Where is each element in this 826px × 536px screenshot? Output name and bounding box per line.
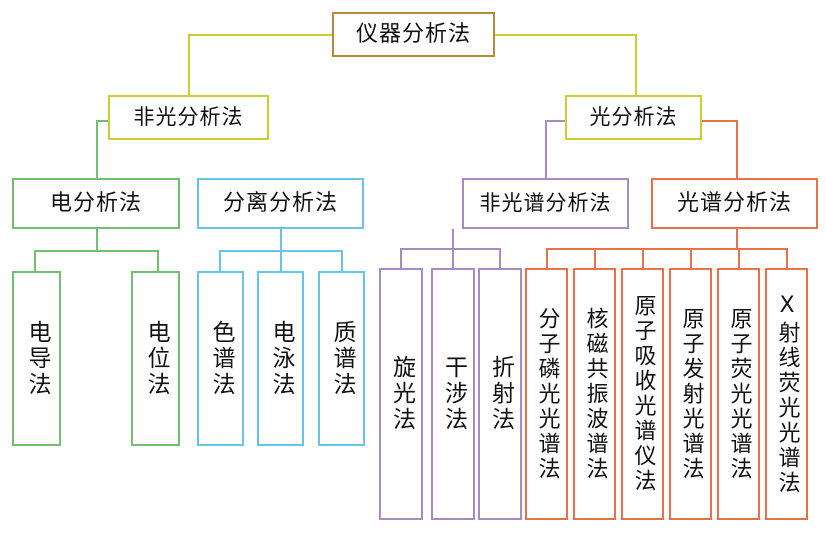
- node-label: 分离分析法: [222, 190, 338, 216]
- leaf-refractometry[interactable]: 折射法: [478, 268, 522, 520]
- connector-separation-leaf-3: [341, 250, 343, 272]
- node-label: 电分析法: [49, 190, 142, 216]
- leaf-label: 电泳法: [268, 319, 294, 398]
- leaf-label: 色谱法: [208, 319, 234, 398]
- connector-spectral-leaf-4: [690, 248, 692, 268]
- connector-nonspectral-leaf-2: [452, 248, 454, 268]
- connector-electro-bar: [34, 250, 158, 252]
- connector-spectral-drop: [736, 120, 738, 178]
- connector-optic-to-nonspectral: [545, 120, 570, 122]
- node-non-optical-analysis[interactable]: 非光分析法: [108, 95, 269, 140]
- node-label: 非光分析法: [133, 105, 244, 130]
- leaf-atomic-emission-spectrometry[interactable]: 原子发射光谱法: [669, 268, 712, 520]
- leaf-label: 分子磷光光谱法: [534, 306, 560, 482]
- node-root-instrumental-analysis[interactable]: 仪器分析法: [332, 12, 495, 57]
- connector-electro-stem: [96, 229, 98, 251]
- leaf-xray-fluorescence-spectrometry[interactable]: X射线荧光光谱法: [765, 268, 808, 520]
- leaf-label: 原子荧光光谱法: [726, 306, 752, 482]
- connector-spectral-leaf-3: [642, 248, 644, 268]
- leaf-label: 质谱法: [329, 319, 355, 398]
- connector-root-right-drop: [635, 34, 637, 96]
- connector-root-left: [188, 34, 334, 36]
- connector-root-left-drop: [188, 34, 190, 96]
- leaf-label: X射线荧光光谱法: [774, 292, 800, 496]
- leaf-atomic-fluorescence-spectrometry[interactable]: 原子荧光光谱法: [717, 268, 760, 520]
- leaf-label: 电导法: [24, 319, 50, 398]
- connector-nonspectral-stem: [452, 229, 454, 249]
- connector-nonoptic-to-electro: [96, 120, 112, 122]
- connector-optic-to-spectral: [701, 120, 738, 122]
- node-spectral-analysis[interactable]: 光谱分析法: [651, 178, 818, 229]
- leaf-potentiometry[interactable]: 电位法: [131, 271, 180, 446]
- leaf-conductometry[interactable]: 电导法: [12, 271, 61, 446]
- connector-electro-drop: [96, 120, 98, 178]
- leaf-label: 干涉法: [440, 355, 467, 433]
- node-label: 光谱分析法: [676, 190, 792, 216]
- leaf-chromatography[interactable]: 色谱法: [197, 271, 244, 446]
- connector-electro-leaf-2: [157, 250, 159, 272]
- connector-electro-leaf-1: [34, 250, 36, 272]
- leaf-label: 原子发射光谱法: [678, 306, 704, 482]
- node-label: 非光谱分析法: [479, 191, 612, 216]
- node-separation-analysis[interactable]: 分离分析法: [197, 178, 364, 229]
- connector-spectral-leaf-6: [786, 248, 788, 268]
- connector-separation-leaf-2: [280, 250, 282, 272]
- connector-spectral-leaf-5: [738, 248, 740, 268]
- leaf-nmr-spectroscopy[interactable]: 核磁共振波谱法: [573, 268, 616, 520]
- leaf-atomic-absorption-spectrometry[interactable]: 原子吸收光谱仪法: [621, 268, 664, 520]
- node-electroanalysis[interactable]: 电分析法: [12, 178, 180, 229]
- connector-nonspectral-leaf-1: [400, 248, 402, 268]
- connector-spectral-stem: [736, 229, 738, 249]
- connector-nonspectral-leaf-3: [499, 248, 501, 268]
- leaf-mass-spectrometry[interactable]: 质谱法: [318, 271, 365, 446]
- connector-nonspectral-bar: [400, 248, 500, 250]
- connector-separation-leaf-1: [219, 250, 221, 272]
- connector-separation-stem: [280, 229, 282, 251]
- node-non-spectral-analysis[interactable]: 非光谱分析法: [462, 178, 629, 229]
- node-optical-analysis[interactable]: 光分析法: [565, 95, 702, 140]
- leaf-molecular-phosphorescence-spectrometry[interactable]: 分子磷光光谱法: [525, 268, 568, 520]
- leaf-label: 折射法: [487, 355, 514, 433]
- leaf-interferometry[interactable]: 干涉法: [431, 268, 475, 520]
- node-label: 光分析法: [589, 105, 678, 130]
- connector-spectral-leaf-2: [594, 248, 596, 268]
- leaf-electrophoresis[interactable]: 电泳法: [257, 271, 304, 446]
- connector-root-right: [493, 34, 637, 36]
- connector-nonspectral-drop: [545, 120, 547, 178]
- leaf-polarimetry[interactable]: 旋光法: [379, 268, 423, 520]
- leaf-label: 核磁共振波谱法: [582, 306, 608, 482]
- leaf-label: 原子吸收光谱仪法: [630, 294, 656, 494]
- connector-spectral-bar: [546, 248, 786, 250]
- connector-spectral-leaf-1: [546, 248, 548, 268]
- leaf-label: 旋光法: [388, 355, 415, 433]
- node-label: 仪器分析法: [355, 21, 471, 47]
- leaf-label: 电位法: [143, 319, 169, 398]
